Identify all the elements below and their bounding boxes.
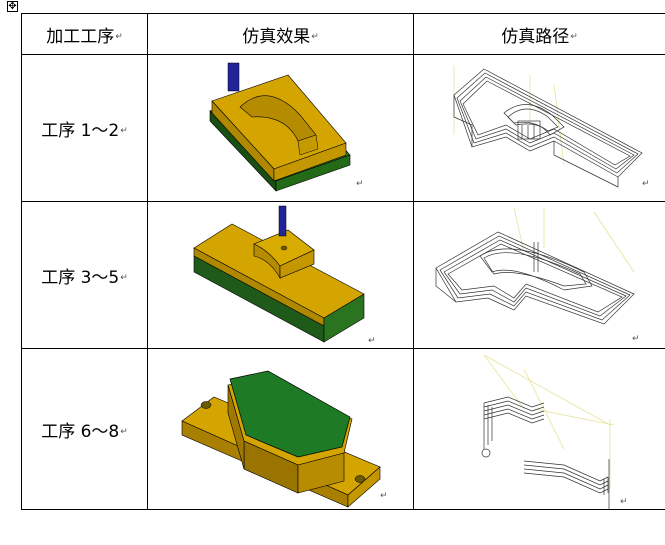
header-path: 仿真路径↵ — [413, 13, 665, 55]
operation-label: 工序 1～2 — [41, 120, 120, 141]
part-step-1-2-sim — [209, 62, 351, 192]
table-row: 工序 1～2↵ ↵ — [21, 54, 665, 202]
path-cell: ↵ — [413, 54, 665, 202]
operation-cell: 工序 3～5↵ — [21, 201, 148, 349]
move-table-icon[interactable]: ✥ — [7, 1, 18, 12]
operation-label: 工序 3～5 — [41, 267, 120, 288]
table-row: 工序 3～5↵ ↵ — [21, 201, 665, 349]
operation-label: 工序 6～8 — [41, 421, 120, 442]
simulation-cell: ↵ — [147, 54, 414, 202]
table-header-row: 加工工序↵ 仿真效果↵ 仿真路径↵ — [21, 13, 665, 55]
header-simulation: 仿真效果↵ — [147, 13, 414, 55]
path-cell: ↵ — [413, 348, 665, 510]
process-table: 加工工序↵ 仿真效果↵ 仿真路径↵ 工序 1～2↵ ↵ — [21, 13, 665, 510]
operation-cell: 工序 1～2↵ — [21, 54, 148, 202]
operation-cell: 工序 6～8↵ — [21, 348, 148, 510]
toolpath-step-1-2 — [453, 65, 643, 188]
toolpath-step-6-8 — [481, 354, 615, 509]
table-row: 工序 6～8↵ ↵ — [21, 348, 665, 510]
toolpath-step-3-5 — [435, 207, 635, 325]
header-operation: 加工工序↵ — [21, 13, 148, 55]
simulation-cell: ↵ — [147, 201, 414, 349]
simulation-cell: ↵ — [147, 348, 414, 510]
part-step-6-8-sim — [181, 370, 381, 508]
part-step-3-5-sim — [193, 205, 365, 343]
path-cell: ↵ — [413, 201, 665, 349]
